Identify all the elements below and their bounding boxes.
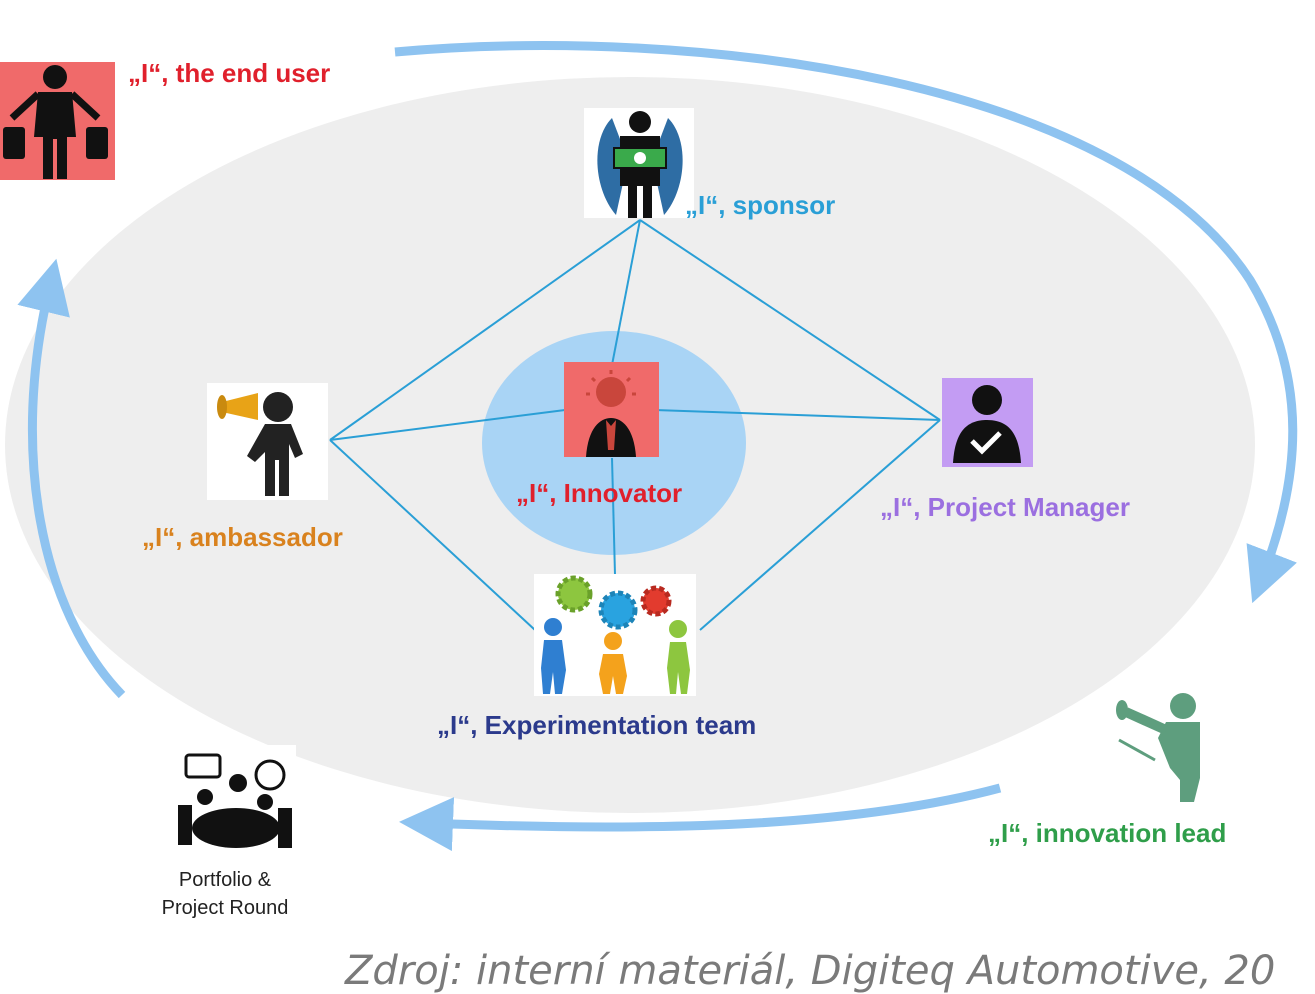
innovation-lead-icon [1116,693,1200,802]
cycle-arrow-top-right [394,41,1298,604]
ambassador-icon [207,383,328,500]
sponsor-icon [584,108,694,218]
innovator-icon [564,362,659,457]
innovation-lead-label: „I“, innovation lead [988,818,1227,848]
source-caption: Zdroj: interní materiál, Digiteq Automot… [345,948,1276,994]
portfolio-label-line1: Portfolio & [178,869,272,891]
experimentation-team-icon [534,574,696,696]
cycle-arrow-bottom [399,783,1002,852]
project-manager-label: „I“, Project Manager [880,492,1130,522]
end-user-label: „I“, the end user [128,58,331,88]
cycle-arrow-left [17,258,126,699]
connector-lines [329,219,941,631]
end-user-icon [0,62,115,180]
portfolio-label-line2: Project Round [161,897,289,919]
portfolio-label: Portfolio & Project Round [150,866,300,922]
ambassador-label: „I“, ambassador [142,522,343,552]
project-manager-icon [942,378,1033,467]
sponsor-label: „I“, sponsor [685,190,836,220]
portfolio-meeting-icon [172,745,296,860]
experimentation-team-label: „I“, Experimentation team [437,710,757,740]
innovator-label: „I“, Innovator [516,478,683,508]
